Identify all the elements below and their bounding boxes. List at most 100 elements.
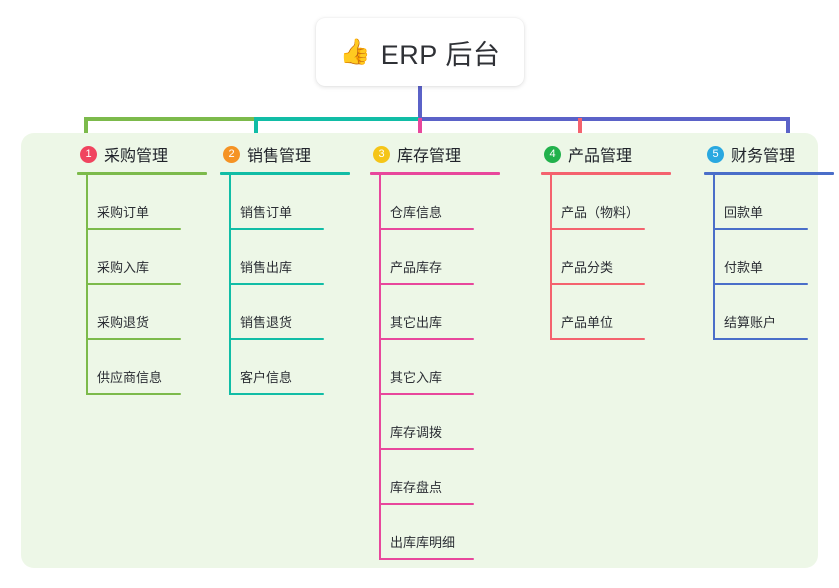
leaf-node-rule	[379, 448, 474, 450]
leaf-node-rule	[86, 338, 181, 340]
leaf-node[interactable]: 出库库明细	[357, 505, 517, 560]
column-header-rule-4	[541, 172, 671, 175]
leaf-node[interactable]: 付款单	[691, 230, 839, 285]
leaf-node-rule	[379, 393, 474, 395]
diagram-panel	[21, 133, 818, 568]
leaf-node-rule	[550, 283, 645, 285]
leaf-node-rule	[379, 338, 474, 340]
leaf-node[interactable]: 客户信息	[207, 340, 367, 395]
leaf-node[interactable]: 仓库信息	[357, 175, 517, 230]
column-title-4: 产品管理	[568, 148, 633, 165]
leaf-node[interactable]: 其它入库	[357, 340, 517, 395]
leaf-node-label: 采购入库	[97, 260, 150, 275]
leaf-node-label: 销售出库	[240, 260, 293, 275]
column-container: 1 采购管理采购订单采购入库采购退货供应商信息 2 销售管理销售订单销售出库销售退货客…	[21, 133, 834, 568]
column-title-1: 采购管理	[104, 148, 169, 165]
leaf-node-rule	[86, 228, 181, 230]
leaf-node-rule	[229, 338, 324, 340]
leaf-node[interactable]: 结算账户	[691, 285, 839, 340]
leaf-node-label: 出库库明细	[390, 535, 456, 550]
leaf-node-rule	[229, 283, 324, 285]
leaf-node-label: 销售订单	[240, 205, 293, 220]
leaf-node-rule	[713, 228, 808, 230]
column-items-5: 回款单付款单结算账户	[691, 175, 839, 340]
leaf-node-label: 库存盘点	[390, 480, 443, 495]
column-2: 2 销售管理销售订单销售出库销售退货客户信息	[207, 133, 367, 395]
leaf-node[interactable]: 供应商信息	[64, 340, 224, 395]
column-badge-2: 2	[223, 145, 240, 163]
column-title-5: 财务管理	[731, 148, 796, 165]
root-node[interactable]: 👍 ERP 后台	[316, 18, 524, 86]
leaf-node-label: 采购退货	[97, 315, 150, 330]
column-spine-2	[229, 175, 231, 395]
leaf-node[interactable]: 产品（物料）	[528, 175, 688, 230]
leaf-node[interactable]: 销售退货	[207, 285, 367, 340]
leaf-node-label: 采购订单	[97, 205, 150, 220]
leaf-node[interactable]: 销售订单	[207, 175, 367, 230]
column-header-4[interactable]: 4 产品管理	[528, 133, 688, 175]
column-items-2: 销售订单销售出库销售退货客户信息	[207, 175, 367, 395]
leaf-node[interactable]: 采购订单	[64, 175, 224, 230]
column-4: 4 产品管理产品（物料） 产品分类产品单位	[528, 133, 688, 340]
leaf-node[interactable]: 产品分类	[528, 230, 688, 285]
leaf-node-label: 结算账户	[724, 315, 777, 330]
leaf-node[interactable]: 产品库存	[357, 230, 517, 285]
column-header-rule-3	[370, 172, 500, 175]
leaf-node-label: 供应商信息	[97, 370, 163, 385]
leaf-node[interactable]: 库存调拨	[357, 395, 517, 450]
leaf-node[interactable]: 库存盘点	[357, 450, 517, 505]
leaf-node-rule	[713, 283, 808, 285]
page-title: ERP 后台	[380, 39, 501, 70]
leaf-node-rule	[379, 503, 474, 505]
leaf-node[interactable]: 其它出库	[357, 285, 517, 340]
column-items-3: 仓库信息产品库存其它出库其它入库库存调拨库存盘点出库库明细	[357, 175, 517, 560]
column-header-rule-2	[220, 172, 350, 175]
leaf-node-rule	[550, 338, 645, 340]
column-header-2[interactable]: 2 销售管理	[207, 133, 367, 175]
leaf-node-label: 产品分类	[561, 260, 614, 275]
leaf-node-label: 产品（物料）	[561, 205, 640, 220]
thumbs-up-icon: 👍	[339, 37, 371, 66]
leaf-node-rule	[229, 228, 324, 230]
column-header-rule-1	[77, 172, 207, 175]
column-items-1: 采购订单采购入库采购退货供应商信息	[64, 175, 224, 395]
column-title-2: 销售管理	[247, 148, 312, 165]
column-header-rule-5	[704, 172, 834, 175]
column-header-3[interactable]: 3 库存管理	[357, 133, 517, 175]
column-badge-3: 3	[373, 145, 390, 163]
column-header-1[interactable]: 1 采购管理	[64, 133, 224, 175]
leaf-node-label: 销售退货	[240, 315, 293, 330]
column-badge-4: 4	[544, 145, 561, 163]
leaf-node-label: 回款单	[724, 205, 764, 220]
column-header-5[interactable]: 5 财务管理	[691, 133, 839, 175]
column-spine-3	[379, 175, 381, 560]
leaf-node-label: 产品单位	[561, 315, 614, 330]
leaf-node-rule	[550, 228, 645, 230]
column-badge-1: 1	[80, 145, 97, 163]
leaf-node[interactable]: 采购入库	[64, 230, 224, 285]
leaf-node-label: 其它出库	[390, 315, 443, 330]
leaf-node-rule	[379, 558, 474, 560]
column-title-3: 库存管理	[397, 148, 462, 165]
leaf-node-label: 产品库存	[390, 260, 443, 275]
leaf-node-rule	[86, 283, 181, 285]
leaf-node-rule	[379, 283, 474, 285]
leaf-node-label: 库存调拨	[390, 425, 443, 440]
column-spine-1	[86, 175, 88, 395]
column-badge-5: 5	[707, 145, 724, 163]
column-spine-5	[713, 175, 715, 340]
column-spine-4	[550, 175, 552, 340]
leaf-node[interactable]: 回款单	[691, 175, 839, 230]
column-1: 1 采购管理采购订单采购入库采购退货供应商信息	[64, 133, 224, 395]
leaf-node[interactable]: 销售出库	[207, 230, 367, 285]
leaf-node-rule	[713, 338, 808, 340]
leaf-node[interactable]: 采购退货	[64, 285, 224, 340]
leaf-node-rule	[86, 393, 181, 395]
leaf-node-label: 付款单	[724, 260, 764, 275]
column-3: 3 库存管理仓库信息产品库存其它出库其它入库库存调拨库存盘点出库库明细	[357, 133, 517, 560]
leaf-node-rule	[379, 228, 474, 230]
column-items-4: 产品（物料） 产品分类产品单位	[528, 175, 688, 340]
leaf-node-label: 其它入库	[390, 370, 443, 385]
leaf-node[interactable]: 产品单位	[528, 285, 688, 340]
column-5: 5 财务管理回款单付款单结算账户	[691, 133, 839, 340]
